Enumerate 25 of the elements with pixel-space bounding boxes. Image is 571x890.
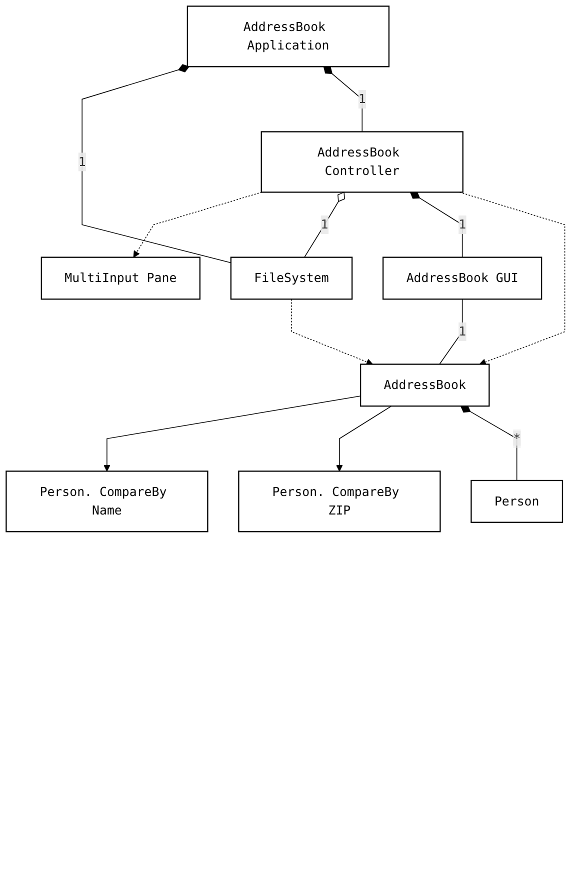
arrow: [104, 396, 361, 472]
class-box: Person. CompareBy Name: [6, 470, 208, 532]
association-line: [460, 405, 518, 481]
class-box: FileSystem: [230, 256, 353, 300]
multiplicity-label: 1: [320, 215, 328, 234]
association-line: [410, 191, 463, 258]
arrow: [336, 406, 392, 472]
association-line: [304, 192, 345, 258]
association-line: [82, 64, 232, 264]
class-box: AddressBook GUI: [382, 256, 542, 300]
multiplicity-label: 1: [458, 322, 466, 341]
multiplicity-label: 1: [358, 90, 366, 108]
multiplicity-label: *: [513, 429, 521, 448]
association-line: [323, 66, 363, 132]
arrow: [291, 298, 373, 366]
class-box: Person. CompareBy ZIP: [238, 470, 441, 532]
multiplicity-label: 1: [78, 152, 86, 172]
class-box: Person: [470, 480, 564, 523]
class-box: AddressBook Application: [186, 6, 390, 68]
arrow: [133, 192, 262, 258]
class-box: MultiInput Pane: [40, 256, 200, 300]
class-box: AddressBook Controller: [260, 131, 464, 193]
multiplicity-label: 1: [458, 215, 466, 234]
association-line: [439, 298, 463, 365]
class-box: AddressBook: [360, 364, 490, 407]
